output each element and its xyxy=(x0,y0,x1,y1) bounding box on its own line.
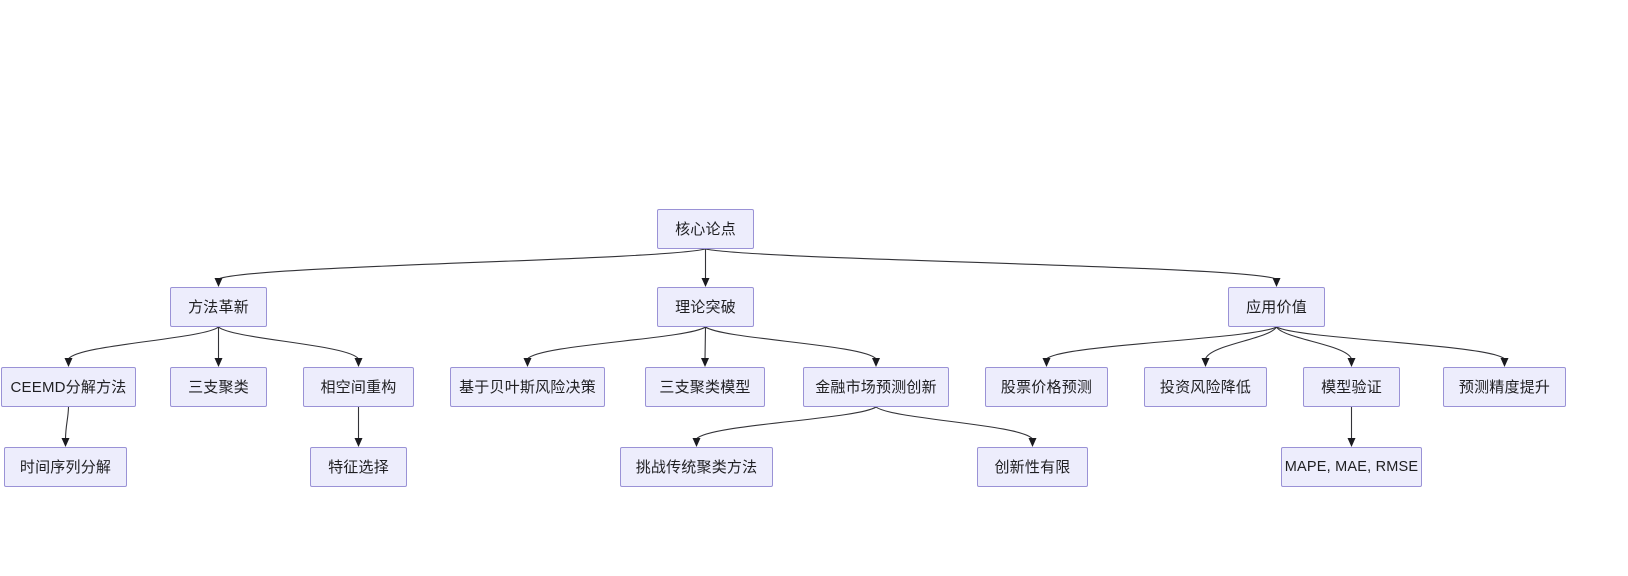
node-label: 股票价格预测 xyxy=(1000,378,1093,396)
node-label: 三支聚类模型 xyxy=(659,378,751,396)
node-d1[interactable]: 时间序列分解 xyxy=(4,447,127,487)
node-label: 应用价值 xyxy=(1246,298,1307,316)
node-b3[interactable]: 应用价值 xyxy=(1228,287,1325,327)
node-d5[interactable]: MAPE, MAE, RMSE xyxy=(1281,447,1422,487)
node-label: 核心论点 xyxy=(675,220,736,238)
node-c10[interactable]: 预测精度提升 xyxy=(1443,367,1566,407)
node-label: 相空间重构 xyxy=(320,378,397,396)
node-label: 创新性有限 xyxy=(994,458,1071,476)
node-label: 金融市场预测创新 xyxy=(815,378,937,396)
node-c6[interactable]: 金融市场预测创新 xyxy=(803,367,949,407)
node-label: 投资风险降低 xyxy=(1159,378,1252,396)
node-label: 预测精度提升 xyxy=(1458,378,1551,396)
node-b2[interactable]: 理论突破 xyxy=(657,287,754,327)
node-c3[interactable]: 相空间重构 xyxy=(303,367,414,407)
node-label: 挑战传统聚类方法 xyxy=(635,458,758,476)
node-label: 三支聚类 xyxy=(188,378,249,396)
node-label: 特征选择 xyxy=(328,458,389,476)
node-root[interactable]: 核心论点 xyxy=(657,209,754,249)
node-c4[interactable]: 基于贝叶斯风险决策 xyxy=(450,367,605,407)
node-label: 理论突破 xyxy=(675,298,736,316)
node-c7[interactable]: 股票价格预测 xyxy=(985,367,1108,407)
node-d4[interactable]: 创新性有限 xyxy=(977,447,1088,487)
node-c1[interactable]: CEEMD分解方法 xyxy=(1,367,136,407)
node-c9[interactable]: 模型验证 xyxy=(1303,367,1400,407)
node-d2[interactable]: 特征选择 xyxy=(310,447,407,487)
node-c2[interactable]: 三支聚类 xyxy=(170,367,267,407)
node-label: CEEMD分解方法 xyxy=(10,378,127,396)
node-label: 模型验证 xyxy=(1321,378,1382,396)
node-b1[interactable]: 方法革新 xyxy=(170,287,267,327)
node-label: 方法革新 xyxy=(188,298,249,316)
node-c5[interactable]: 三支聚类模型 xyxy=(645,367,765,407)
node-label: MAPE, MAE, RMSE xyxy=(1284,458,1419,475)
node-d3[interactable]: 挑战传统聚类方法 xyxy=(620,447,773,487)
node-c8[interactable]: 投资风险降低 xyxy=(1144,367,1267,407)
node-label: 时间序列分解 xyxy=(19,458,112,476)
node-label: 基于贝叶斯风险决策 xyxy=(459,378,596,396)
